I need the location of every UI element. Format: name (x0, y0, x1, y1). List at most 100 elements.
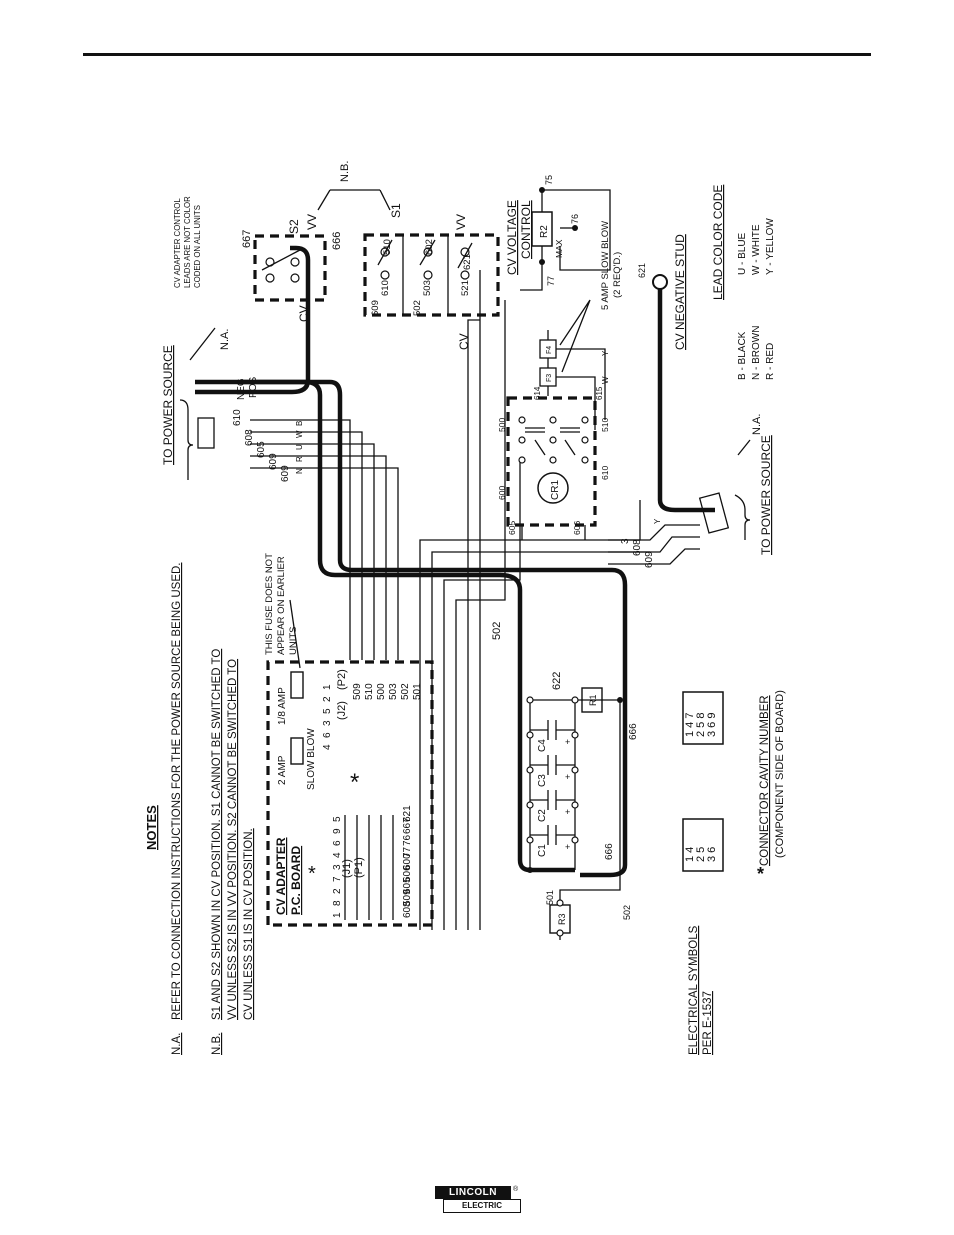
j1-label: (J1) (341, 859, 353, 878)
svg-text:5: 5 (332, 816, 343, 822)
svg-text:C2: C2 (537, 809, 548, 822)
fuse-note-pointer (289, 599, 301, 669)
svg-text:77: 77 (402, 846, 413, 858)
capacitor-bank: C4 C3 C2 C1 + + + + R1 R3 666 666 501 50… (526, 687, 639, 940)
svg-text:3 6: 3 6 (706, 847, 718, 862)
svg-text:Y: Y (601, 350, 610, 356)
svg-text:F4: F4 (546, 346, 553, 354)
svg-text:608: 608 (402, 901, 413, 918)
cap-501: 501 (545, 890, 555, 905)
svg-text:7: 7 (332, 876, 343, 882)
svg-text:R3: R3 (557, 913, 567, 925)
svg-text:8: 8 (332, 900, 343, 906)
svg-text:609: 609 (268, 453, 279, 470)
wire-622-label: 622 (551, 672, 563, 690)
top-power-source-label: TO POWER SOURCE (161, 345, 175, 465)
nb-line-1: S1 AND S2 SHOWN IN CV POSITION. S1 CANNO… (211, 649, 223, 1020)
relay-cr1: CR1 500 510 600 610 605 606 (497, 396, 610, 540)
svg-text:9: 9 (332, 828, 343, 834)
pc-board-title-2: P.C. BOARD (289, 846, 303, 915)
svg-text:608: 608 (244, 429, 255, 446)
pc-board: CV ADAPTER P.C. BOARD * * 2 AMP SLOW BLO… (266, 660, 434, 927)
fuse-2amp (290, 737, 304, 765)
fuse-18amp (290, 671, 304, 699)
board-harness (250, 270, 650, 930)
svg-text:6: 6 (322, 732, 333, 738)
s2-cv-label: CV (297, 305, 311, 322)
svg-text:LEADS ARE NOT COLOR: LEADS ARE NOT COLOR (183, 196, 192, 288)
svg-text:76: 76 (402, 834, 413, 846)
fuses-label-2: (2 REQ'D.) (612, 252, 623, 298)
slow-blow-label: SLOW BLOW (306, 728, 317, 790)
bottom-power-source: 3 608 609 Y TO POWER SOURCE N.A. (608, 414, 773, 568)
svg-text:PER E-1537: PER E-1537 (702, 991, 714, 1055)
cv-voltage-control: CV VOLTAGE CONTROL R2 MAX 75 76 77 (505, 175, 611, 291)
j2-wire-numbers: 509 510 500 503 502 501 (352, 683, 423, 700)
fuses-label-1: 5 AMP SLOW BLOW (600, 221, 611, 310)
svg-text:Y: Y (653, 518, 662, 524)
fuses-f3-f4: 5 AMP SLOW BLOW (2 REQ'D.) F4 F3 Y W 614… (533, 221, 623, 430)
svg-text:606: 606 (402, 865, 413, 882)
svg-text:605: 605 (402, 877, 413, 894)
connector-title: CONNECTOR CAVITY NUMBER (759, 695, 771, 866)
switch-s1: 609 610 510 602 502 503 521 621 S1 VV CV (363, 203, 500, 350)
p1-label: (P1) (353, 857, 365, 878)
nb-pointer: N.B. (317, 161, 391, 211)
svg-text:R: R (295, 456, 304, 462)
svg-text:510: 510 (364, 683, 375, 700)
svg-text:+: + (565, 772, 570, 782)
j1-wire-numbers: 608 509 605 606 600 77 76 667 621 (402, 805, 413, 918)
cv-adapter-note: CV ADAPTER CONTROL LEADS ARE NOT COLOR C… (173, 196, 202, 288)
small-cavity-box (682, 818, 724, 872)
svg-text:4: 4 (322, 744, 333, 750)
svg-text:502: 502 (491, 622, 503, 640)
na-bottom-pointer (737, 439, 751, 456)
nb-line-2: VV UNLESS S2 IS IN VV POSITION. S2 CANNO… (227, 659, 239, 1020)
svg-text:APPEAR ON EARLIER: APPEAR ON EARLIER (276, 556, 287, 655)
lead-color-code: LEAD COLOR CODE B - BLACK N - BROWN R - … (711, 185, 776, 380)
switch-s2: 667 666 S2 VV CV (241, 214, 343, 322)
svg-text:2: 2 (322, 696, 333, 702)
svg-text:W: W (601, 376, 610, 384)
svg-text:622: 622 (551, 672, 563, 690)
svg-text:MAX: MAX (554, 239, 564, 258)
svg-text:502: 502 (400, 683, 411, 700)
svg-text:N.B.: N.B. (339, 161, 351, 182)
svg-text:605: 605 (256, 441, 267, 458)
svg-text:602: 602 (424, 239, 435, 255)
logo-electric: ELECTRIC (443, 1199, 521, 1213)
svg-text:600: 600 (402, 853, 413, 870)
svg-text:3: 3 (332, 864, 343, 870)
svg-text:R1: R1 (588, 694, 598, 706)
svg-text:5: 5 (322, 708, 333, 714)
svg-text:609: 609 (280, 465, 291, 482)
wire-502-label: 502 (491, 622, 503, 640)
svg-text:+: + (565, 807, 570, 817)
svg-text:6: 6 (332, 840, 343, 846)
svg-text:610: 610 (600, 466, 610, 480)
svg-text:2 5: 2 5 (695, 847, 707, 862)
svg-text:606: 606 (572, 521, 582, 535)
pc-board-asterisk: * (308, 863, 316, 885)
svg-text:3: 3 (620, 538, 631, 544)
svg-text:U: U (295, 444, 304, 450)
svg-text:R2: R2 (539, 225, 550, 238)
svg-text:B - BLACK: B - BLACK (737, 331, 748, 380)
svg-text:1: 1 (322, 684, 333, 690)
na-top-pointer (189, 327, 216, 361)
cv-voltage-title-1: CV VOLTAGE (505, 200, 519, 275)
svg-text:UNITS: UNITS (288, 627, 299, 656)
connector-subtitle: (COMPONENT SIDE OF BOARD) (774, 690, 786, 858)
svg-text:2 5 8: 2 5 8 (695, 713, 707, 737)
svg-text:CR1: CR1 (550, 480, 561, 500)
na-text: REFER TO CONNECTION INSTRUCTIONS FOR THE… (171, 563, 183, 1020)
pos-label: POS (248, 377, 259, 398)
svg-text:+: + (565, 737, 570, 747)
fuse-note: THIS FUSE DOES NOT APPEAR ON EARLIER UNI… (264, 553, 299, 655)
svg-text:621: 621 (402, 805, 413, 822)
s1-label: S1 (389, 203, 403, 218)
svg-text:502: 502 (412, 300, 423, 316)
s1-vv-label: VV (454, 214, 468, 230)
svg-text:76: 76 (570, 214, 580, 224)
svg-text:W - WHITE: W - WHITE (751, 224, 762, 275)
